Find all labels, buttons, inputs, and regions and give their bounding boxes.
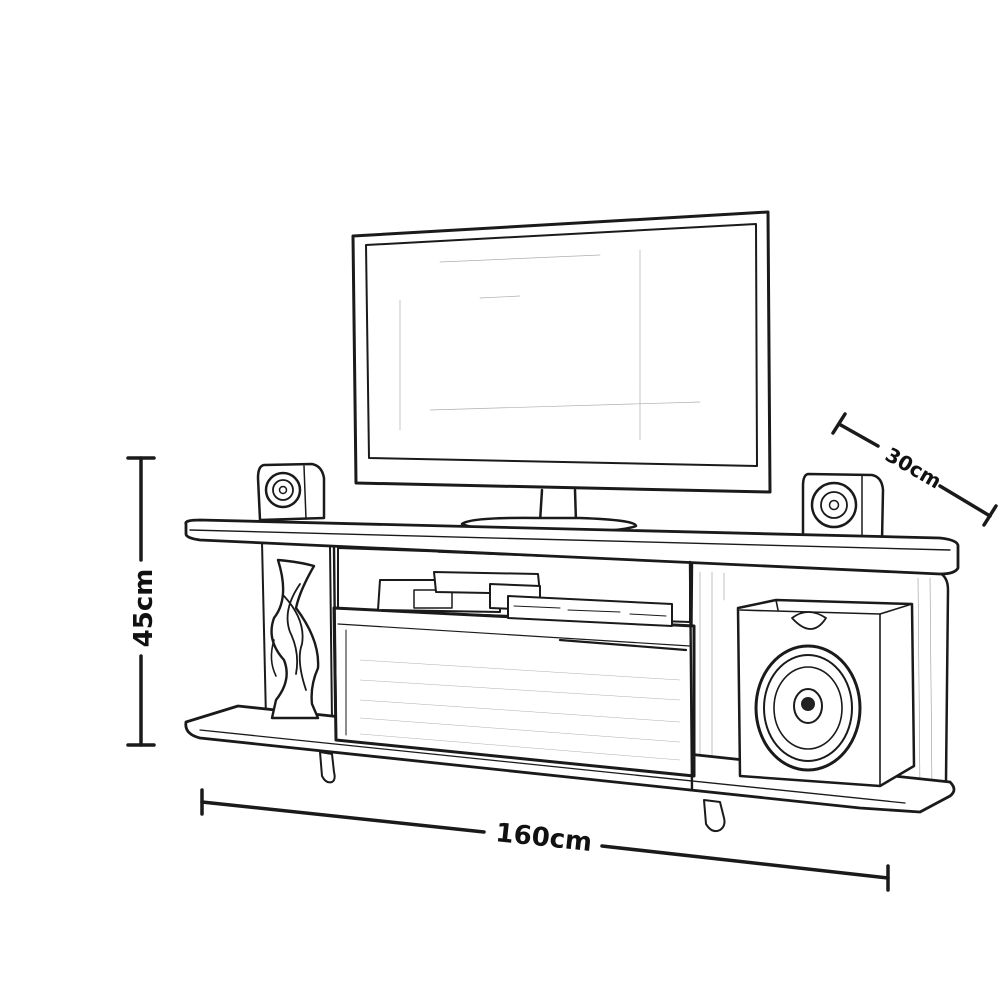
caster-left	[319, 751, 336, 784]
height-dimension-line	[126, 456, 156, 747]
caster-right	[703, 799, 726, 833]
av-devices	[377, 571, 673, 627]
drawer-handle	[558, 638, 688, 652]
cabinet-top-shelf	[184, 518, 960, 576]
tv-bezel	[351, 210, 772, 494]
width-dimension-line	[200, 788, 890, 892]
subwoofer	[736, 598, 916, 788]
decorative-sculpture	[270, 558, 320, 720]
depth-dimension-line	[831, 412, 998, 527]
depth-label: 30cm	[881, 442, 945, 493]
right-speaker	[801, 472, 885, 543]
television	[351, 210, 772, 534]
tv-screen	[365, 223, 758, 467]
width-label: 160cm	[494, 818, 593, 858]
left-speaker	[256, 462, 326, 522]
height-label: 45cm	[129, 569, 159, 648]
